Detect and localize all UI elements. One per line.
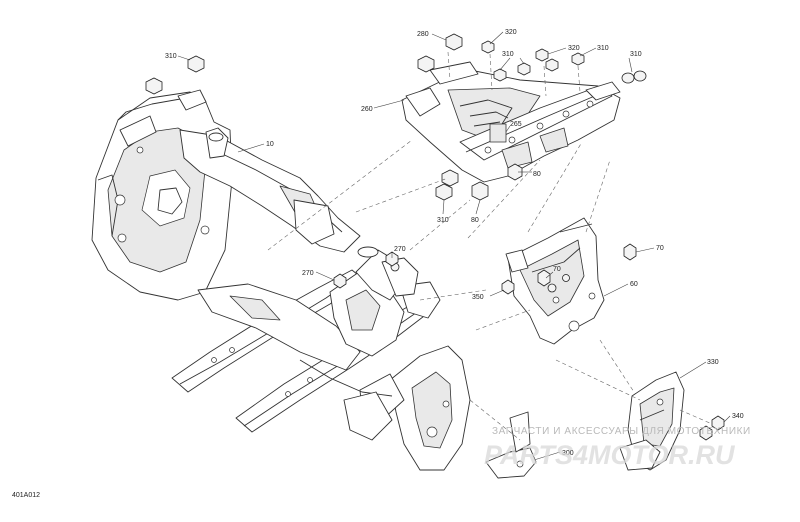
part-label-70: 70	[553, 266, 561, 273]
fastener-group	[145, 33, 725, 441]
part-label-80: 80	[471, 217, 479, 224]
part-label-310: 310	[502, 51, 514, 58]
bracket-60-part	[505, 217, 605, 345]
watermark: ЗАПЧАСТИ И АКСЕССУАРЫ ДЛЯ МОТОТЕХНИКИ PA…	[484, 426, 751, 470]
watermark-logo: PARTS4MOTOR.RU	[484, 440, 736, 470]
part-label-310: 310	[165, 53, 177, 60]
part-label-280: 280	[417, 31, 429, 38]
part-label-350: 350	[472, 294, 484, 301]
part-label-80: 80	[533, 171, 541, 178]
part-label-310: 310	[597, 45, 609, 52]
part-label-260: 260	[361, 106, 373, 113]
part-label-10: 10	[266, 141, 274, 148]
part-label-60: 60	[630, 281, 638, 288]
part-label-270: 270	[394, 246, 406, 253]
part-label-265: 265	[510, 121, 522, 128]
leader-line-group	[177, 31, 731, 461]
part-label-330: 330	[707, 359, 719, 366]
centerline-group	[267, 51, 713, 441]
part-label-group: 310 10 280 320 310 320 310 310 260 265 8…	[165, 29, 744, 457]
part-label-310: 310	[437, 217, 449, 224]
main-frame-part	[91, 89, 471, 471]
part-label-300: 300	[562, 450, 574, 457]
bracket-300-part	[485, 411, 661, 479]
watermark-caption: ЗАПЧАСТИ И АКСЕССУАРЫ ДЛЯ МОТОТЕХНИКИ	[492, 426, 751, 437]
subframe-260-part	[401, 61, 621, 183]
part-label-270: 270	[302, 270, 314, 277]
part-label-310: 310	[630, 51, 642, 58]
part-label-340: 340	[732, 413, 744, 420]
part-label-320: 320	[568, 45, 580, 52]
part-label-70: 70	[656, 245, 664, 252]
drawing-code: 401A012	[12, 492, 40, 499]
part-label-320: 320	[505, 29, 517, 36]
